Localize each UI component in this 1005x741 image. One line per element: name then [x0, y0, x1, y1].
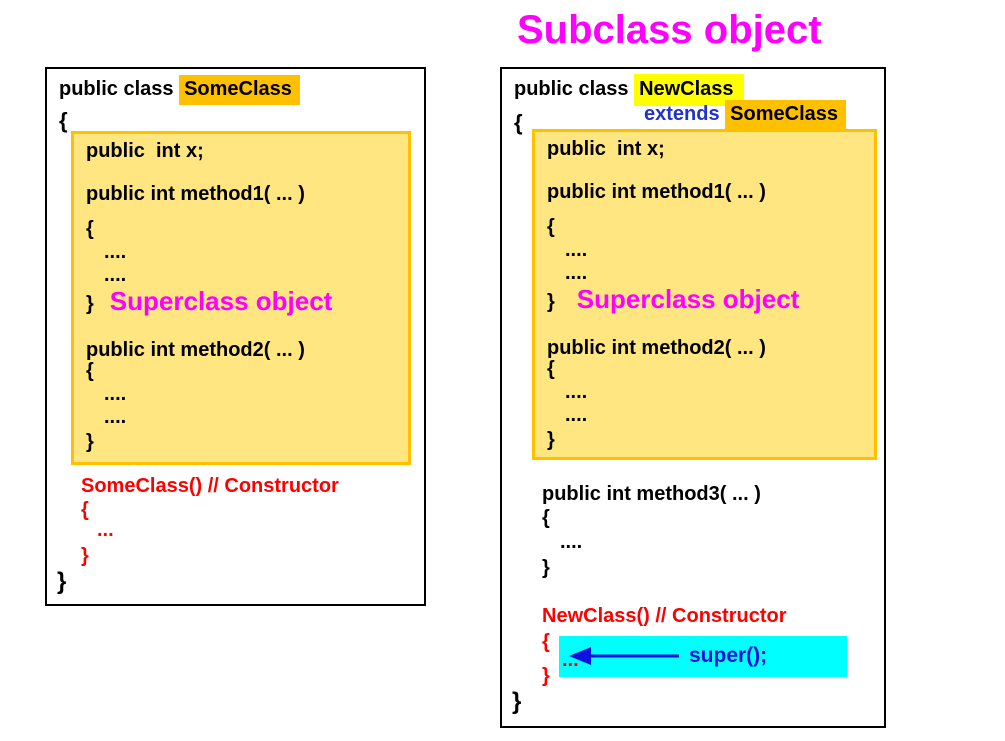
code-line: ....	[104, 241, 127, 263]
slide-title: Subclass object	[517, 8, 822, 52]
someclass-open-brace: {	[59, 108, 68, 133]
code-line: ....	[104, 406, 127, 428]
close-brace-inline: }	[86, 293, 94, 315]
code-line-with-label: } Superclass object	[86, 287, 332, 316]
code-line: }	[547, 429, 555, 451]
newclass-declaration: public class NewClass	[514, 74, 744, 106]
constructor-signature: NewClass() // Constructor	[542, 605, 787, 627]
code-line: public int method1( ... )	[86, 183, 305, 205]
super-call-highlight-box: super();	[559, 636, 847, 677]
super-call-arrow-icon	[569, 647, 679, 665]
super-call-statement: super();	[689, 644, 768, 667]
code-line: public int method2( ... )	[547, 337, 766, 359]
code-line: ....	[104, 264, 127, 286]
superclass-object-box: public int x; public int method1( ... ) …	[532, 129, 877, 460]
constructor-close-brace: }	[81, 545, 89, 567]
constructor-open-brace: {	[81, 499, 89, 521]
superclass-object-box: public int x; public int method1( ... ) …	[71, 131, 411, 465]
close-brace-inline: }	[547, 291, 555, 313]
parent-class-highlight: SomeClass	[725, 100, 846, 130]
code-line: ....	[565, 381, 588, 403]
code-line: ....	[565, 239, 588, 261]
someclass-constructor-block: SomeClass() // Constructor { ... }	[81, 475, 411, 575]
newclass-open-brace: {	[514, 110, 523, 135]
someclass-declaration: public class SomeClass	[59, 75, 300, 105]
newclass-close-brace: }	[512, 688, 522, 715]
extends-clause: extends SomeClass	[644, 100, 846, 130]
newclass-name-highlight: NewClass	[634, 74, 744, 106]
code-line: }	[542, 557, 550, 579]
code-line: public int method1( ... )	[547, 181, 766, 203]
code-line: {	[86, 360, 94, 382]
constructor-signature: SomeClass() // Constructor	[81, 475, 339, 497]
superclass-object-label: Superclass object	[576, 284, 800, 314]
class-decl-prefix: public class	[59, 78, 180, 100]
code-line: public int method2( ... )	[86, 339, 305, 361]
someclass-name-highlight: SomeClass	[179, 75, 300, 105]
newclass-panel: public class NewClass { extends SomeClas…	[500, 67, 886, 728]
code-line: {	[542, 507, 550, 529]
method3-block: public int method3( ... ) { .... }	[542, 483, 872, 593]
code-line: {	[86, 218, 94, 240]
code-line: public int x;	[86, 140, 204, 162]
code-line: ....	[565, 404, 588, 426]
someclass-panel: public class SomeClass { public int x; p…	[45, 67, 426, 606]
code-line: }	[86, 431, 94, 453]
code-line: public int method3( ... )	[542, 483, 761, 505]
code-line: public int x;	[547, 138, 665, 160]
class-decl-prefix: public class	[514, 78, 635, 100]
code-line: ....	[104, 383, 127, 405]
newclass-constructor-block: NewClass() // Constructor { ... }	[542, 605, 872, 705]
constructor-close-brace: }	[542, 665, 550, 687]
code-line: {	[547, 216, 555, 238]
someclass-close-brace: }	[57, 568, 67, 595]
superclass-object-label: Superclass object	[109, 286, 333, 316]
code-line-with-label: } Superclass object	[547, 285, 799, 314]
code-line: {	[547, 358, 555, 380]
extends-keyword: extends	[644, 103, 720, 125]
constructor-body-dots: ...	[97, 519, 114, 541]
code-line: ....	[565, 262, 588, 284]
constructor-body-dots: ...	[562, 649, 579, 671]
code-line: ....	[560, 531, 583, 553]
constructor-open-brace: {	[542, 631, 550, 653]
